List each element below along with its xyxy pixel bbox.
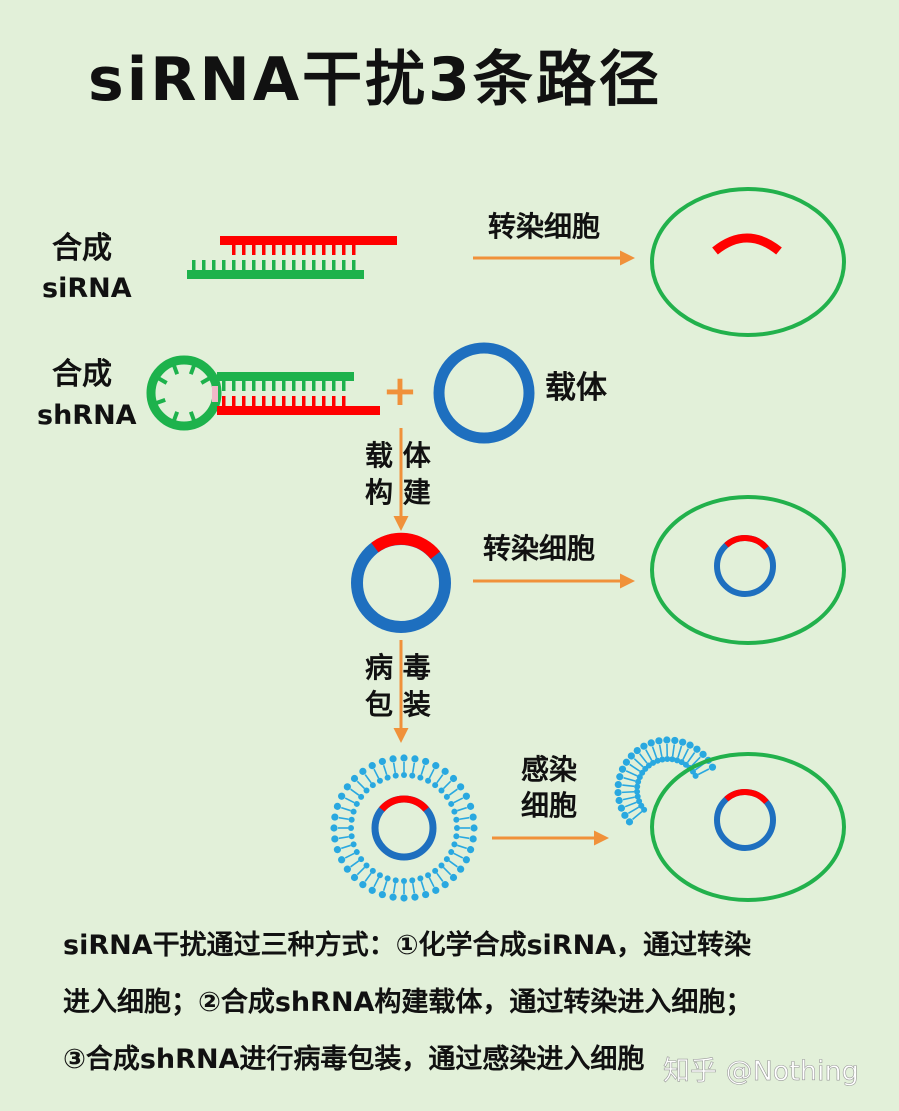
caption-line: siRNA干扰通过三种方式：①化学合成siRNA，通过转染: [63, 929, 751, 961]
shrna-green-strand: [217, 372, 354, 391]
caption: siRNA干扰通过三种方式：①化学合成siRNA，通过转染 进入细胞；②合成sh…: [63, 929, 752, 1075]
caption-line: 进入细胞；②合成shRNA构建载体，通过转染进入细胞；: [63, 986, 752, 1018]
infection-label-line2: 细胞: [521, 789, 577, 822]
vector-label: 载体: [545, 370, 607, 406]
sirna-red-strand: [220, 236, 397, 255]
transfection-label-1: 转染细胞: [488, 210, 600, 243]
viral-particle: [330, 754, 478, 902]
hairpin-loop: [146, 355, 222, 431]
cell-membrane: [650, 187, 846, 337]
transfection-label-2: 转染细胞: [483, 532, 595, 565]
sirna-label: siRNA: [42, 273, 132, 304]
cell-membrane: [650, 752, 846, 902]
construction-label-line1: 载 体: [365, 439, 432, 472]
vector-plasmid: [433, 342, 535, 444]
synthesis-label: 合成: [52, 231, 112, 266]
shrna-label: shRNA: [37, 400, 137, 431]
sirna-in-cell: [712, 233, 782, 255]
cell-2: [650, 495, 846, 645]
packaging-label-line1: 病 毒: [365, 651, 431, 684]
packaging-label-line2: 包 装: [365, 688, 431, 721]
watermark: 知乎 @Nothing: [663, 1056, 859, 1087]
caption-line: ③合成shRNA进行病毒包装，通过感染进入细胞: [63, 1043, 644, 1075]
svg-text:+: +: [382, 366, 417, 415]
shrna-red-strand: [217, 396, 380, 415]
synthesis-label: 合成: [52, 357, 112, 392]
recombinant-vector: [351, 532, 451, 633]
infection-label-line1: 感染: [521, 753, 577, 786]
cell-3: [614, 736, 846, 902]
plus-icon: +: [382, 366, 417, 415]
diagram-title: siRNA干扰3条路径: [88, 45, 662, 115]
cell-1: [650, 187, 846, 337]
sirna-duplex: [187, 236, 397, 279]
cell-membrane: [650, 495, 846, 645]
sirna-green-strand: [187, 260, 364, 279]
shrna-hairpin: [146, 355, 380, 431]
construction-label-line2: 构 建: [365, 476, 431, 509]
